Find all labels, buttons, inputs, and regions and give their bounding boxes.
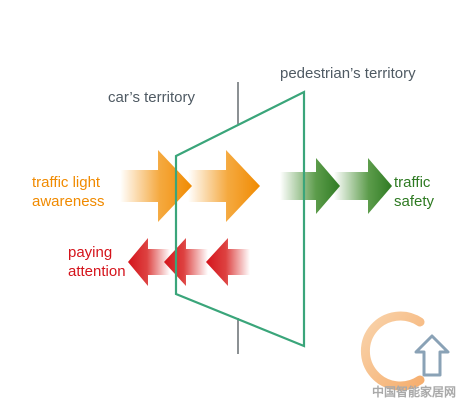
traffic-safety-label-line2: safety	[394, 193, 435, 210]
green-arrows	[280, 158, 392, 214]
orange-arrow-2	[188, 150, 260, 222]
green-arrow-1	[280, 158, 340, 214]
crossing-zone-outline	[174, 90, 306, 348]
watermark-arc	[360, 311, 425, 391]
red-arrows	[128, 238, 250, 286]
up-arrow-logo-icon	[414, 334, 450, 377]
paying-attention-label-line2: attention	[68, 263, 126, 280]
green-arrow-2	[334, 158, 392, 214]
traffic-safety-label-line1: traffic	[394, 174, 431, 191]
red-arrow-3	[128, 238, 170, 286]
pedestrian-territory-label: pedestrian’s territory	[280, 65, 416, 82]
watermark-text: 中国智能家居网	[372, 385, 457, 399]
red-arrow-1	[206, 238, 250, 286]
watermark-logo	[360, 311, 450, 391]
orange-arrows	[120, 150, 260, 222]
orange-arrow-1	[120, 150, 192, 222]
awareness-label-line2: awareness	[32, 193, 105, 210]
traffic-light-label-line1: traffic light	[32, 174, 101, 191]
paying-attention-label-line1: paying	[68, 244, 113, 261]
red-arrow-2	[164, 238, 208, 286]
car-territory-label: car’s territory	[108, 89, 195, 106]
